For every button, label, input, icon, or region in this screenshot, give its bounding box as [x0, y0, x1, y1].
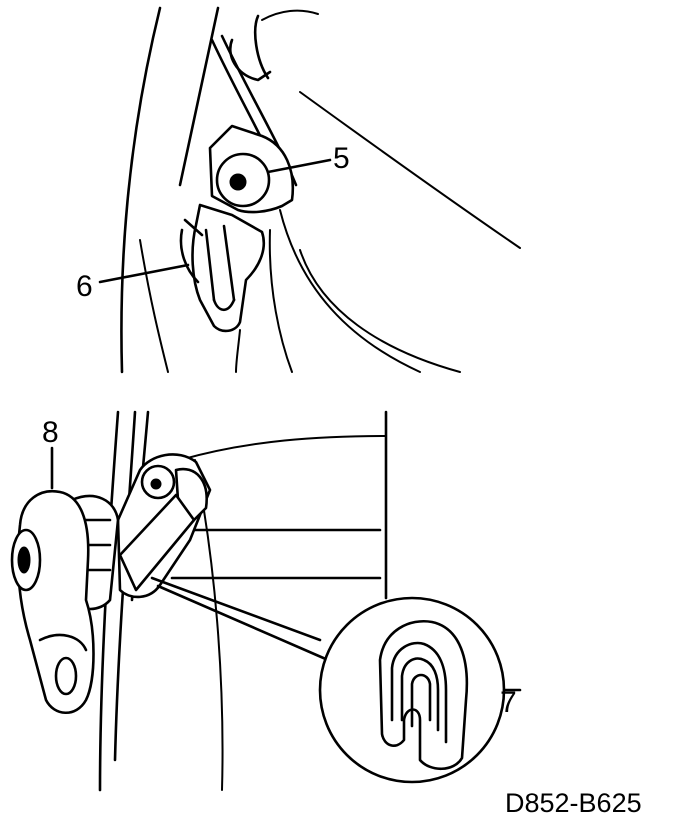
figure-code: D852-B625 — [505, 788, 642, 818]
bottom-view — [10, 410, 522, 792]
label-part-7: 7 — [500, 686, 517, 719]
label-part-8: 8 — [42, 416, 59, 449]
label-part-5: 5 — [333, 142, 350, 175]
label-part-6: 6 — [76, 270, 93, 303]
top-view — [98, 6, 521, 374]
